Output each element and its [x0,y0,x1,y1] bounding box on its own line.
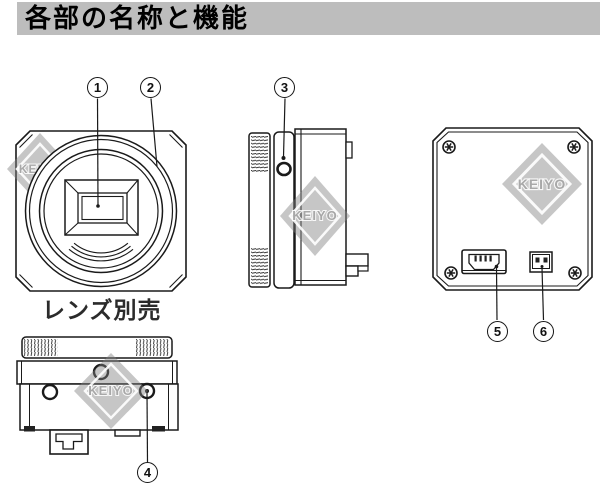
knurl-hatch [24,339,58,356]
sensor-bevel [126,222,139,236]
sensor-chip [81,195,124,221]
usb-pin [484,255,487,262]
leader-dot-1 [96,204,100,208]
rear-view: KEIYO [432,127,593,321]
side-connector-step [357,265,369,272]
leader-line-1 [96,98,99,207]
watermark-inner-diamond [288,186,342,246]
leader-line-2 [150,98,158,167]
case-screw [444,266,458,280]
power-inner [532,254,550,269]
watermark-inner-diamond [511,152,573,216]
flange-screw [276,161,292,177]
section-header-bar: 各部の名称と機能 [17,2,600,35]
power-outer [529,251,553,273]
leader-line-3 [282,98,286,158]
watermark-inner-diamond [83,362,139,420]
knurl-hatch [251,247,268,285]
leader-dot-5 [494,264,499,269]
callout-4-number: 4 [143,465,152,480]
watermark-diamond [502,143,582,225]
keiyo-watermark: KEIYO [502,143,582,225]
bottom-view: KEIYO [16,336,179,463]
thread-arc [68,248,134,262]
watermark-diamond [280,176,350,256]
sensor-bevel [126,179,139,194]
watermark-text: KEIYO [292,208,337,223]
usb-pin [479,255,482,262]
callout-1: 1 [87,77,108,98]
tripod-screw-hole [41,383,59,401]
knurl-hatch [136,339,170,356]
lens-sold-separately-caption: レンズ別売 [42,297,162,323]
chamfer-line [169,274,183,288]
camera-body-side [294,128,347,286]
callout-5-number: 5 [493,324,502,339]
band-screw-hole [92,363,110,381]
sensor-bevel [64,222,79,236]
front-view: KEIYO [7,98,187,292]
thread-arc [71,245,131,258]
callout-2: 2 [140,77,161,98]
mount-thread-ring [38,148,164,274]
callout-6-number: 6 [539,324,548,339]
sensor-bevel [64,179,79,194]
usb-pin [474,255,477,262]
callout-4: 4 [137,462,158,483]
chamfer-line [19,134,33,148]
usb-port-shape [468,253,500,271]
rear-body-inner-line [436,131,589,287]
callout-3: 3 [274,77,295,98]
keiyo-watermark: KEIYO [280,176,350,256]
callout-2-number: 2 [146,80,155,95]
callout-3-number: 3 [280,80,289,95]
leader-dot-6 [540,265,544,268]
usb-pin [489,255,492,262]
case-screw [442,140,456,154]
leader-line-5 [495,267,498,321]
callout-1-number: 1 [93,80,102,95]
watermark-diamond [74,353,148,429]
case-screw [568,266,582,280]
leader-line-4 [146,392,149,463]
leader-dot-3 [281,156,286,160]
power-pin [543,257,548,263]
bottom-connector-detail [55,433,83,450]
knurl-hatch [251,136,268,173]
foot-pad [24,426,35,432]
leader-line-6 [541,267,545,321]
bottom-tab [114,429,141,437]
thread-arc [73,242,129,254]
lens-mount-ring-inner [28,138,174,284]
power-connector [529,251,553,273]
foot-pad [152,426,165,432]
rear-body-outline [432,127,593,291]
power-pin [535,257,540,263]
side-connector-tab [345,265,359,277]
case-screw [567,140,581,154]
page-title: 各部の名称と機能 [25,3,250,33]
mount-thread-ring-inner [43,153,159,269]
callout-6: 6 [533,321,554,342]
rear-tab [345,141,353,159]
side-connector [345,253,369,267]
chamfer-line [169,134,183,148]
side-view: KEIYO [248,98,369,289]
knurled-ring-edge [21,336,173,359]
watermark-text: KEIYO [88,383,133,398]
watermark-text: KEIYO [518,176,567,192]
chamfer-line [19,274,33,288]
callout-5: 5 [487,321,508,342]
usb-connector [461,249,507,275]
keiyo-watermark: KEIYO [74,353,148,429]
leader-dot-4 [145,389,149,393]
